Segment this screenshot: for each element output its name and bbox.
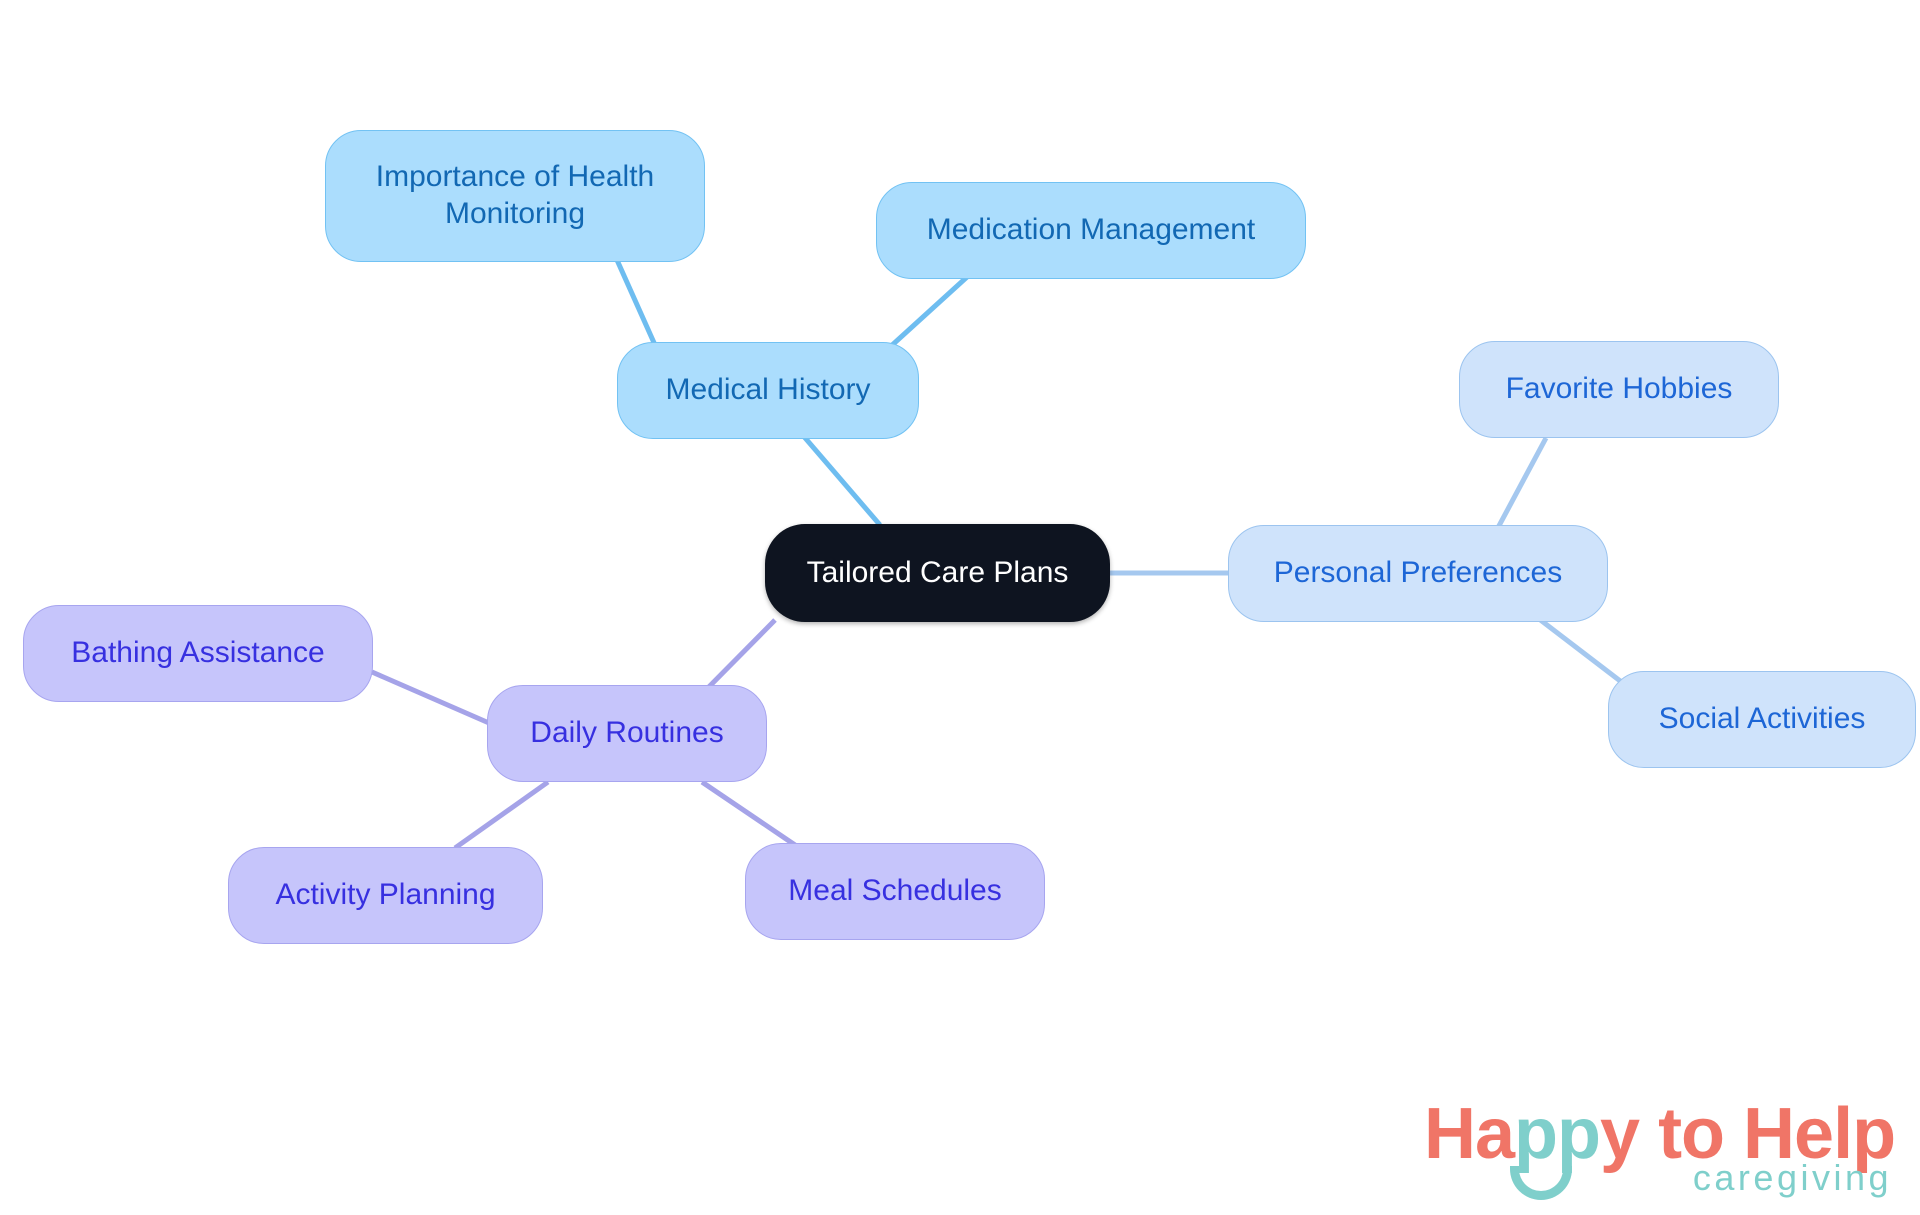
node-label: Daily Routines [530, 716, 724, 750]
edge-root-to-medical-history [798, 430, 882, 527]
edge-daily-routines-to-meal-schedules [700, 779, 797, 848]
node-personal-preferences[interactable]: Personal Preferences [1228, 525, 1608, 622]
node-medication-management[interactable]: Medication Management [876, 182, 1306, 279]
edge-medical-history-to-medication [888, 275, 969, 349]
node-daily-routines[interactable]: Daily Routines [487, 685, 767, 782]
node-social-activities[interactable]: Social Activities [1608, 671, 1916, 768]
node-label: Tailored Care Plans [806, 555, 1069, 589]
node-bathing-assistance[interactable]: Bathing Assistance [23, 605, 373, 702]
node-label: Social Activities [1658, 702, 1866, 736]
node-label: Medical History [665, 373, 871, 407]
logo-part-y-to-hel: y to Hel [1600, 1094, 1853, 1174]
smile-icon [1510, 1166, 1572, 1200]
node-importance-of-health-monitoring[interactable]: Importance of Health Monitoring [325, 130, 705, 262]
edge-personal-preferences-to-social-activities [1528, 610, 1634, 692]
happy-to-help-logo: Happy to Help caregiving [1424, 1098, 1896, 1206]
node-label: Activity Planning [275, 878, 496, 912]
node-label: Personal Preferences [1273, 556, 1563, 590]
node-favorite-hobbies[interactable]: Favorite Hobbies [1459, 341, 1779, 438]
logo-tagline: caregiving [1692, 1157, 1892, 1198]
edge-daily-routines-to-activity-planning [453, 779, 550, 851]
node-meal-schedules[interactable]: Meal Schedules [745, 843, 1045, 940]
edge-daily-routines-to-bathing-assistance [371, 669, 490, 726]
logo-part-ha: Ha [1424, 1094, 1515, 1174]
node-activity-planning[interactable]: Activity Planning [228, 847, 543, 944]
node-tailored-care-plans[interactable]: Tailored Care Plans [765, 524, 1110, 622]
logo-part-p: p [1852, 1094, 1896, 1174]
node-label: Medication Management [926, 213, 1256, 247]
node-label: Meal Schedules [788, 874, 1002, 908]
node-medical-history[interactable]: Medical History [617, 342, 919, 439]
logo-wordmark: Happy to Help [1424, 1098, 1896, 1170]
logo-part-pp: pp [1514, 1094, 1601, 1174]
node-label: Importance of Health Monitoring [375, 160, 655, 230]
node-label: Favorite Hobbies [1505, 372, 1733, 406]
node-label: Bathing Assistance [71, 636, 325, 670]
